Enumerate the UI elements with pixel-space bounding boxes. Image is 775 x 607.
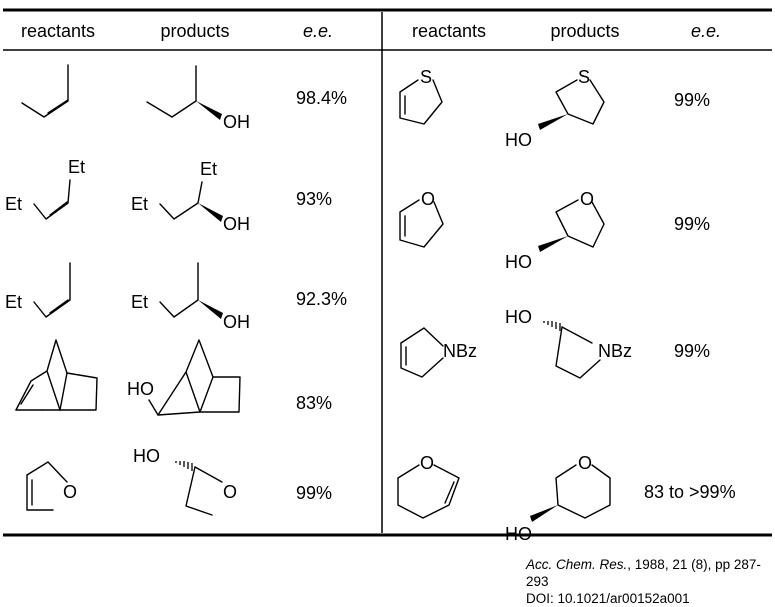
ee-value: 92.3%: [296, 289, 347, 309]
citation-details: , 1988, 21 (8), pp 287-293: [526, 557, 761, 589]
citation-journal: Acc. Chem. Res.: [526, 557, 628, 572]
left-row-4: HO 83%: [15, 339, 332, 416]
product-3-hydroxytetrahydrofuran-2: O HO: [505, 189, 605, 272]
header-left-reactants: reactants: [21, 21, 95, 41]
header-right-ee: e.e.: [691, 21, 721, 41]
product-ho-label: HO: [127, 379, 154, 399]
product-o-label: O: [578, 453, 592, 473]
header-right-reactants: reactants: [412, 21, 486, 41]
reactant-et-label-left: Et: [5, 194, 22, 214]
product-et-label: Et: [131, 292, 148, 312]
product-o-label: O: [223, 482, 237, 502]
left-row-5: O HO O 99%: [26, 446, 332, 516]
product-2-butanol: OH: [146, 65, 250, 132]
right-row-3: NBz HO NBz 99%: [400, 307, 710, 379]
product-3-hexanol: Et Et OH: [131, 159, 250, 234]
product-oh-label: OH: [223, 312, 250, 332]
product-s-label: S: [578, 67, 590, 87]
header-left-products: products: [160, 21, 229, 41]
product-nbz-label: NBz: [598, 341, 632, 361]
reactant-cis-3-hexene: Et Et: [5, 157, 85, 220]
product-oh-label: OH: [223, 214, 250, 234]
reactant-o-label: O: [421, 189, 435, 209]
reactant-cis-2-pentene: Et: [5, 262, 71, 318]
citation: Acc. Chem. Res., 1988, 21 (8), pp 287-29…: [526, 556, 775, 607]
product-ho-label: HO: [505, 252, 532, 272]
product-exo-norborneol: HO: [127, 339, 241, 416]
product-2-pentanol: Et OH: [131, 262, 250, 332]
ee-value: 99%: [674, 214, 710, 234]
reactant-et-label-top: Et: [68, 157, 85, 177]
ee-value: 99%: [674, 341, 710, 361]
right-row-2: O O HO 99%: [399, 189, 710, 272]
ee-value: 99%: [674, 90, 710, 110]
left-row-3: Et Et OH 92.3%: [5, 262, 347, 332]
reactant-2,3-dihydrofuran: O: [399, 189, 444, 248]
asymmetric-hydroboration-table: reactants products e.e. reactants produc…: [3, 8, 772, 544]
reactant-norbornene: [15, 339, 98, 411]
product-ho-label: HO: [505, 130, 532, 150]
reactant-3,4-dihydro-2H-pyran: O: [397, 453, 460, 519]
ee-value: 99%: [296, 483, 332, 503]
left-row-2: Et Et Et Et OH 93%: [5, 157, 332, 234]
reactant-s-label: S: [420, 67, 432, 87]
right-row-1: S S HO 99%: [399, 67, 710, 150]
reactant-2,5-dihydrofuran: O: [26, 461, 77, 511]
reactant-o-label: O: [420, 453, 434, 473]
reactant-2,3-dihydrothiophene: S: [399, 67, 443, 125]
ee-value: 83 to >99%: [644, 482, 736, 502]
ee-value: 83%: [296, 393, 332, 413]
ee-value: 93%: [296, 189, 332, 209]
product-3-hydroxytetrahydrothiophene: S HO: [505, 67, 605, 150]
product-et-label-top: Et: [200, 159, 217, 179]
reactant-o-label: O: [63, 482, 77, 502]
reactant-nbz-label: NBz: [443, 341, 477, 361]
reactant-cis-2-butene: [21, 64, 69, 118]
header-left-ee: e.e.: [303, 21, 333, 41]
product-n-benzoyl-3-hydroxypyrrolidine: HO NBz: [505, 307, 632, 379]
product-ho-label: HO: [505, 307, 532, 327]
left-row-1: OH 98.4%: [21, 64, 347, 132]
reactant-et-label: Et: [5, 292, 22, 312]
product-oh-label: OH: [223, 112, 250, 132]
hashed-bond: [543, 321, 561, 331]
ee-value: 98.4%: [296, 88, 347, 108]
hashed-bond: [175, 461, 193, 471]
product-3-hydroxytetrahydropyran: O HO: [505, 453, 611, 544]
product-et-label-left: Et: [131, 194, 148, 214]
product-3-hydroxytetrahydrofuran: HO O: [133, 446, 237, 516]
right-row-4: O O HO 83 to >99%: [397, 453, 736, 544]
header-right-products: products: [550, 21, 619, 41]
citation-line-1: Acc. Chem. Res., 1988, 21 (8), pp 287-29…: [526, 556, 775, 590]
product-ho-label: HO: [133, 446, 160, 466]
product-ho-label: HO: [505, 524, 532, 544]
product-o-label: O: [580, 189, 594, 209]
reactant-n-benzoyl-3-pyrroline: NBz: [400, 327, 477, 378]
